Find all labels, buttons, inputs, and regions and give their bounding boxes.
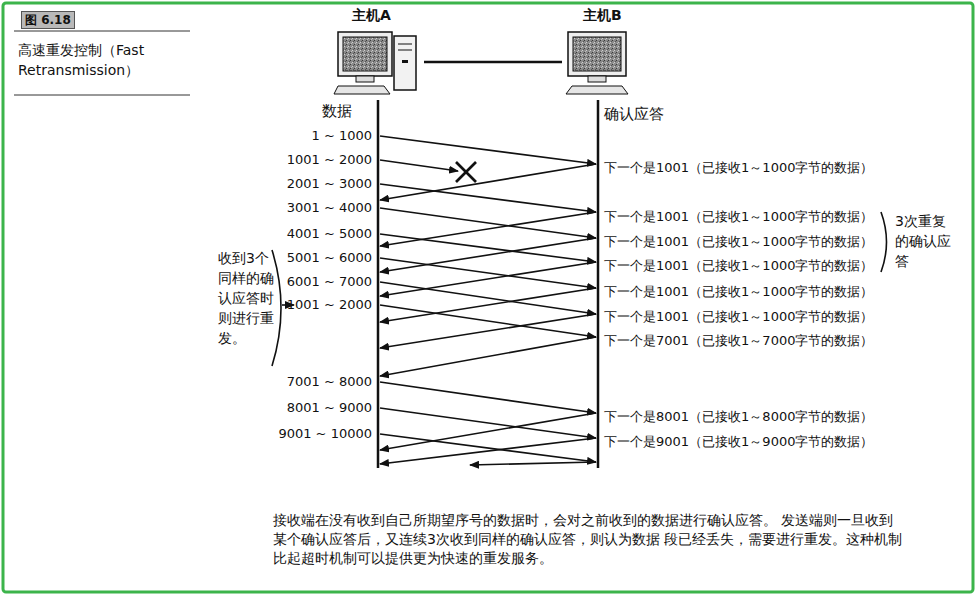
column-heading: 确认应答 [604,104,664,124]
ack-message: 下一个是1001（已接收1～1000字节的数据） [604,283,873,301]
host-name: 主机B [583,6,638,24]
segment-range: 3001 ~ 4000 [287,199,372,217]
segment-range: 1 ~ 1000 [311,127,372,145]
ack-message: 下一个是9001（已接收1～9000字节的数据） [604,433,873,451]
figure-frame [3,3,973,592]
ack-arrows [380,164,596,465]
ack-message: 下一个是1001（已接收1～1000字节的数据） [604,257,873,275]
ack-message: 下一个是1001（已接收1～1000字节的数据） [604,159,873,177]
loss-mark [456,162,476,182]
bracket-note: 3次重复的确认应答 [895,211,951,271]
host-computer: 主机A [332,6,424,98]
segment-range: 5001 ~ 6000 [287,249,372,267]
ack-message: 下一个是1001（已接收1～1000字节的数据） [604,308,873,326]
ack-message: 下一个是1001（已接收1～1000字节的数据） [604,233,873,251]
segment-range: 9001 ~ 10000 [278,425,372,443]
network-cable [424,61,562,64]
figure-caption: 接收端在没有收到自己所期望序号的数据时，会对之前收到的数据进行确认应答。 发送端… [273,511,903,568]
ack-message: 下一个是1001（已接收1～1000字节的数据） [604,208,873,226]
host-name: 主机A [352,6,424,24]
brackets [272,212,887,366]
column-heading: 数据 [322,101,352,121]
segment-range: 1001 ~ 2000 [287,151,372,169]
segment-range: 4001 ~ 5000 [287,225,372,243]
figure-title: 高速重发控制（Fast Retransmission） [18,40,196,80]
ack-message: 下一个是8001（已接收1～8000字节的数据） [604,408,873,426]
segment-arrows [380,136,596,462]
host-computer: 主机B [562,6,638,98]
rule [14,95,190,96]
segment-range: 8001 ~ 9000 [287,399,372,417]
segment-range: 7001 ~ 8000 [287,373,372,391]
rule [14,31,190,32]
segment-range: 1001 ~ 2000 [287,296,372,314]
ack-message: 下一个是7001（已接收1～7000字节的数据） [604,332,873,350]
timelines [378,100,598,468]
segment-range: 6001 ~ 7000 [287,273,372,291]
segment-range: 2001 ~ 3000 [287,175,372,193]
bracket-note: 收到3个同样的确认应答时则进行重发。 [218,248,274,348]
figure-number: 图 6.18 [21,11,75,29]
